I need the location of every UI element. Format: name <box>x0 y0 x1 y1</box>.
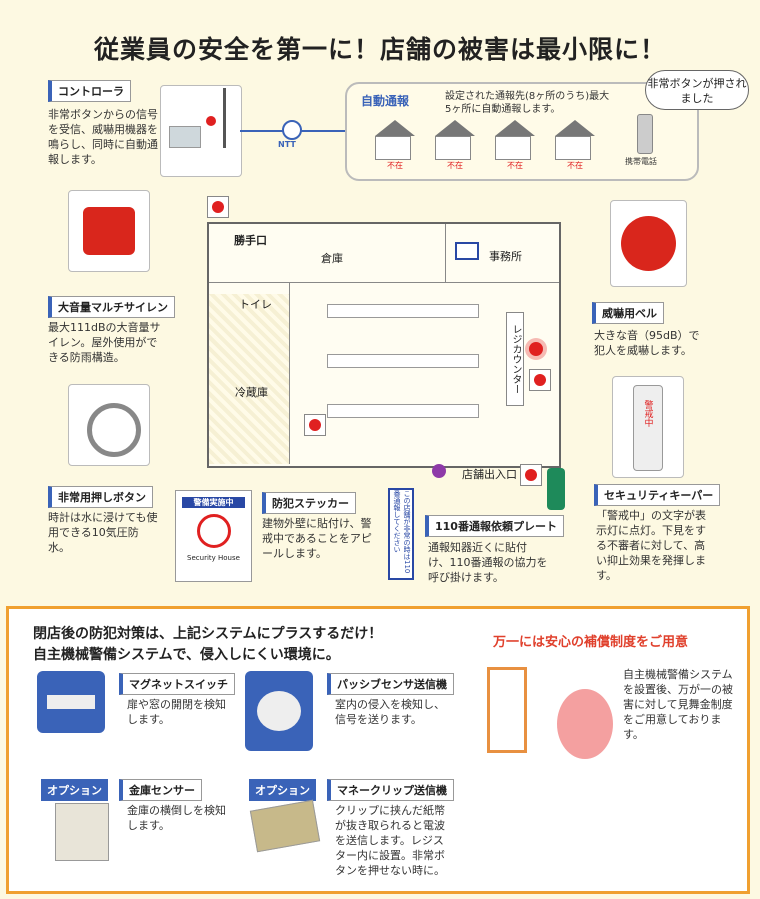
house-icon: 不在 <box>495 120 535 171</box>
bell-desc: 大きな音（95dB）で犯人を威嚇します。 <box>594 329 700 357</box>
sticker-marker <box>432 464 446 478</box>
bell-marker <box>529 342 543 356</box>
siren-photo <box>68 190 150 272</box>
siren-label: 大音量マルチサイレン <box>48 296 175 318</box>
entrance-label: 店舗出入口 <box>462 468 517 481</box>
back-door-label: 勝手口 <box>234 234 267 247</box>
alarm-button-marker <box>520 464 542 486</box>
siren-desc: 最大111dBの大音量サイレン。屋外使用ができる防雨構造。 <box>48 321 161 364</box>
bottom-headline-1: 閉店後の防犯対策は、上記システムにプラスするだけ！ <box>33 626 383 642</box>
toilet-label: トイレ <box>239 298 272 311</box>
mobile-label: 携帯電話 <box>625 157 657 166</box>
freezer-area <box>209 294 290 464</box>
sticker-badge-bottom: Security House <box>187 554 240 562</box>
safe-sensor-label: 金庫センサー <box>119 779 202 801</box>
keeper-label: セキュリティキーパー <box>594 484 721 506</box>
sticker-badge-top: 警備実施中 <box>182 497 245 508</box>
magnet-switch-photo <box>37 671 105 733</box>
house-icon: 不在 <box>555 120 595 171</box>
siren-icon <box>83 207 135 255</box>
keeper-marker <box>547 468 565 510</box>
button-desc: 時計は水に浸けても使用できる10気圧防水。 <box>48 511 158 554</box>
bell-label: 威嚇用ベル <box>592 302 664 324</box>
wall <box>209 282 559 283</box>
controller-desc: 非常ボタンからの信号を受信、威嚇用機器を鳴らし、同時に自動通報します。 <box>48 108 158 166</box>
floor-plan: 勝手口 倉庫 事務所 トイレ 冷蔵庫 レジカウンター <box>207 222 561 468</box>
controller-marker <box>455 242 479 260</box>
safe-sensor-desc: 金庫の横倒しを検知します。 <box>127 804 226 832</box>
person-icon <box>557 689 613 759</box>
auto-report-desc: 設定された通報先(8ヶ所のうち)最大5ヶ所に自動通報します。 <box>445 91 610 115</box>
magnet-switch-icon <box>47 695 95 709</box>
ntt-icon <box>282 120 302 140</box>
plate-desc: 通報知器近くに貼付け、110番通報の協力を呼び掛けます。 <box>428 541 548 584</box>
compensation-illustration <box>477 659 617 769</box>
sticker-label: 防犯ステッカー <box>262 492 356 514</box>
money-clip-icon <box>249 799 321 853</box>
keeper-photo: 警戒中 <box>612 376 684 478</box>
door-icon <box>487 667 527 753</box>
option-badge: オプション <box>249 779 316 801</box>
bell-photo <box>610 200 687 287</box>
wall <box>289 282 290 322</box>
ntt-label: NTT <box>278 140 296 149</box>
sticker-photo: 警備実施中 Security House <box>175 490 252 582</box>
bell-icon <box>621 216 676 271</box>
money-clip-desc: クリップに挟んだ紙幣が抜き取られると電波を送信します。レジスター内に設置。非常ボ… <box>335 804 445 877</box>
house-icon: 不在 <box>435 120 475 171</box>
storage-label: 倉庫 <box>321 252 343 265</box>
passive-sensor-icon <box>257 691 301 731</box>
passive-sensor-photo <box>245 671 313 751</box>
store-shelf <box>327 304 479 318</box>
page-title: 従業員の安全を第一に！店舗の被害は最小限に！ <box>93 35 666 64</box>
magnet-switch-desc: 扉や窓の開閉を検知します。 <box>127 698 226 726</box>
bottom-headline-2: 自主機械警備システムで、侵入しにくい環境に。 <box>33 647 340 663</box>
passive-sensor-label: パッシブセンサ送信機 <box>327 673 454 695</box>
security-logo-icon <box>196 514 231 548</box>
plate-label: 110番通報依頼プレート <box>425 515 564 537</box>
bottom-panel: 閉店後の防犯対策は、上記システムにプラスするだけ！ 自主機械警備システムで、侵入… <box>6 606 750 894</box>
passive-sensor-desc: 室内の侵入を検知し、信号を送ります。 <box>335 698 445 726</box>
register-counter: レジカウンター <box>506 312 524 406</box>
antenna-icon <box>223 88 226 148</box>
controller-display <box>169 126 201 148</box>
alarm-button-marker <box>529 369 551 391</box>
magnet-switch-label: マグネットスイッチ <box>119 673 235 695</box>
keeper-icon: 警戒中 <box>633 385 663 471</box>
mobile-phone-icon <box>637 114 653 154</box>
button-photo <box>68 384 150 466</box>
safe-sensor-icon <box>55 803 109 861</box>
office-label: 事務所 <box>489 250 522 263</box>
watch-icon <box>87 403 141 457</box>
keeper-desc: 「警戒中」の文字が表示灯に点灯。下見をする不審者に対して、高い抑止効果を発揮しま… <box>596 509 706 582</box>
store-shelf <box>327 404 479 418</box>
alarm-button-marker <box>304 414 326 436</box>
button-label: 非常用押しボタン <box>48 486 153 508</box>
keeper-tag: 警戒中 <box>642 400 653 427</box>
auto-report-box: 自動通報 設定された通報先(8ヶ所のうち)最大5ヶ所に自動通報します。 不在 不… <box>345 82 699 181</box>
compensation-title: 万一には安心の補償制度をご用意 <box>493 635 689 650</box>
money-clip-label: マネークリップ送信機 <box>327 779 454 801</box>
option-badge: オプション <box>41 779 108 801</box>
controller-photo <box>160 85 242 177</box>
plate-photo: この店舗が非常の時は110番通報してください <box>388 488 414 580</box>
speech-bubble: 非常ボタンが押されました <box>645 70 749 110</box>
store-shelf <box>327 354 479 368</box>
wall <box>445 224 446 282</box>
auto-report-label: 自動通報 <box>361 94 410 108</box>
controller-label: コントローラ <box>48 80 131 102</box>
sticker-desc: 建物外壁に貼付け、警戒中であることをアピールします。 <box>262 517 372 560</box>
freezer-label: 冷蔵庫 <box>235 386 268 399</box>
controller-lamp <box>206 116 216 126</box>
house-icon: 不在 <box>375 120 415 171</box>
compensation-desc: 自主機械警備システムを設置後、万が一の被害に対して見舞金制度をご用意しております… <box>623 668 733 741</box>
siren-marker <box>207 196 229 218</box>
